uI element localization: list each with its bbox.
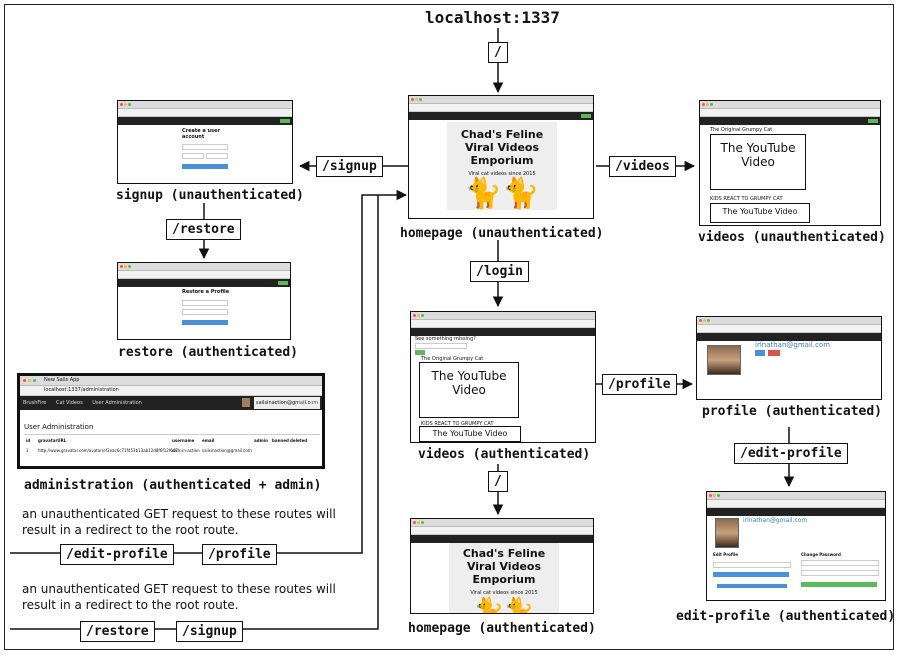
admin-col-username: username bbox=[172, 438, 195, 443]
screenshot-homepage-unauth: Chad's Feline Viral Videos Emporium Vira… bbox=[408, 95, 594, 219]
change-password-save-button bbox=[801, 582, 877, 587]
route-root: / bbox=[488, 42, 508, 63]
navbar bbox=[409, 112, 593, 120]
caption-videos-auth: videos (authenticated) bbox=[418, 447, 591, 462]
admin-col-banned: banned bbox=[272, 438, 289, 443]
redirect-note-1: an unauthenticated GET request to these … bbox=[22, 507, 336, 537]
admin-cell-email: sailsinaction@gmail.com bbox=[202, 448, 252, 453]
screenshot-administration: New Sails App localhost:1337/administrat… bbox=[17, 373, 325, 469]
redirect-line-1 bbox=[10, 189, 408, 554]
root-url: localhost:1337 bbox=[425, 8, 560, 27]
route-restore: /restore bbox=[166, 219, 241, 240]
caption-homepage-unauth: homepage (unauthenticated) bbox=[400, 226, 604, 241]
admin-col-id: id bbox=[26, 438, 31, 443]
route-note1-profile: /profile bbox=[202, 544, 277, 565]
route-videos-root: / bbox=[488, 471, 508, 492]
video-heading-2: KIDS REACT TO GRUMPY CAT bbox=[710, 196, 783, 202]
admin-col-admin: admin bbox=[254, 438, 268, 443]
edit-profile-email: irlnathan@gmail.com bbox=[743, 517, 808, 524]
screenshot-edit-profile: irlnathan@gmail.com Edit Profile Change … bbox=[706, 491, 886, 601]
admin-avatar bbox=[242, 398, 250, 407]
see-something-missing: See something missing? bbox=[415, 336, 476, 342]
change-password-section: Change Password bbox=[801, 552, 841, 557]
route-videos: /videos bbox=[609, 156, 676, 177]
redirect-note-2: an unauthenticated GET request to these … bbox=[22, 582, 336, 612]
cats-icon-auth: 🐈🐈 bbox=[474, 596, 534, 614]
route-login: /login bbox=[470, 261, 529, 282]
site-subtitle: Viral cat videos since 2015 bbox=[468, 171, 536, 177]
diagram-frame bbox=[4, 4, 894, 650]
admin-cell-username: sails-in-action bbox=[172, 448, 200, 453]
route-signup: /signup bbox=[316, 156, 383, 177]
admin-heading: User Administration bbox=[24, 423, 94, 431]
profile-email: irlnathan@gmail.com bbox=[755, 341, 831, 349]
route-note2-restore: /restore bbox=[80, 621, 155, 642]
site-title-auth: Chad's Feline Viral Videos Emporium bbox=[462, 547, 546, 586]
route-note1-edit-profile: /edit-profile bbox=[60, 544, 174, 565]
caption-homepage-auth: homepage (authenticated) bbox=[408, 621, 596, 636]
route-note2-signup: /signup bbox=[176, 621, 243, 642]
profile-edit-button bbox=[755, 350, 765, 356]
profile-avatar bbox=[707, 345, 741, 375]
screenshot-videos-auth: See something missing? The Original Grum… bbox=[410, 311, 596, 443]
caption-administration: administration (authenticated + admin) bbox=[24, 478, 322, 493]
admin-navbar: BrushFire Cat Videos User Administration… bbox=[20, 396, 322, 410]
caption-restore: restore (authenticated) bbox=[118, 345, 299, 360]
video-heading-2-auth: KIDS REACT TO GRUMPY CAT bbox=[421, 421, 494, 427]
caption-profile: profile (authenticated) bbox=[702, 404, 883, 419]
signup-form-title: Create a user account bbox=[182, 128, 220, 140]
route-edit-profile: /edit-profile bbox=[734, 443, 848, 464]
youtube-video-2: The YouTube Video bbox=[710, 203, 810, 223]
admin-nav-users: User Administration bbox=[92, 400, 142, 406]
screenshot-signup: Create a user account bbox=[117, 100, 293, 184]
admin-col-gravatar: gravatarURL bbox=[38, 438, 67, 443]
site-subtitle-auth: Viral cat videos since 2015 bbox=[470, 590, 538, 596]
cats-icon: 🐈🐈 bbox=[464, 176, 540, 211]
restore-account-button bbox=[182, 320, 228, 325]
screenshot-homepage-auth: Chad's Feline Viral Videos Emporium Vira… bbox=[410, 518, 594, 614]
hero-panel: Chad's Feline Viral Videos Emporium Vira… bbox=[447, 122, 557, 210]
edit-profile-section: Edit Profile bbox=[713, 552, 738, 557]
caption-edit-profile: edit-profile (authenticated) bbox=[676, 609, 896, 624]
edit-profile-save-button bbox=[713, 572, 789, 577]
route-profile: /profile bbox=[602, 374, 677, 395]
caption-signup: signup (unauthenticated) bbox=[116, 188, 304, 203]
admin-user-email: sailsinaction@gmail.com bbox=[254, 397, 321, 409]
admin-signout: sign out bbox=[298, 400, 319, 406]
youtube-video-2-auth: The YouTube Video bbox=[419, 426, 521, 442]
screenshot-videos-unauth: The Original Grumpy Cat The YouTube Vide… bbox=[699, 100, 881, 226]
screenshot-profile: irlnathan@gmail.com bbox=[696, 316, 882, 400]
restore-form-title: Restore a Profile bbox=[182, 289, 230, 295]
admin-window-title: New Sails App bbox=[44, 377, 80, 383]
admin-brand: BrushFire bbox=[23, 400, 47, 406]
youtube-video-1: The YouTube Video bbox=[710, 134, 806, 190]
video-heading-1-auth: The Original Grumpy Cat bbox=[421, 356, 484, 362]
admin-cell-gravatar: http://www.gravatar.com/avatar/ef3eac6c7… bbox=[38, 448, 178, 453]
edit-profile-avatar bbox=[715, 518, 739, 548]
profile-delete-button bbox=[768, 350, 780, 356]
admin-cell-id: 1 bbox=[26, 448, 29, 453]
admin-url: localhost:1337/administration bbox=[44, 387, 119, 393]
screenshot-restore: Restore a Profile bbox=[117, 262, 291, 340]
site-title: Chad's Feline Viral Videos Emporium bbox=[460, 128, 544, 167]
video-heading-1: The Original Grumpy Cat bbox=[710, 127, 773, 133]
caption-videos-unauth: videos (unauthenticated) bbox=[698, 230, 886, 245]
hero-panel-auth: Chad's Feline Viral Videos Emporium Vira… bbox=[449, 543, 559, 614]
admin-col-deleted: deleted bbox=[290, 438, 308, 443]
admin-nav-videos: Cat Videos bbox=[55, 400, 83, 406]
youtube-video-1-auth: The YouTube Video bbox=[419, 362, 519, 418]
restore-gravatar-button bbox=[717, 584, 787, 588]
admin-col-email: email bbox=[202, 438, 215, 443]
